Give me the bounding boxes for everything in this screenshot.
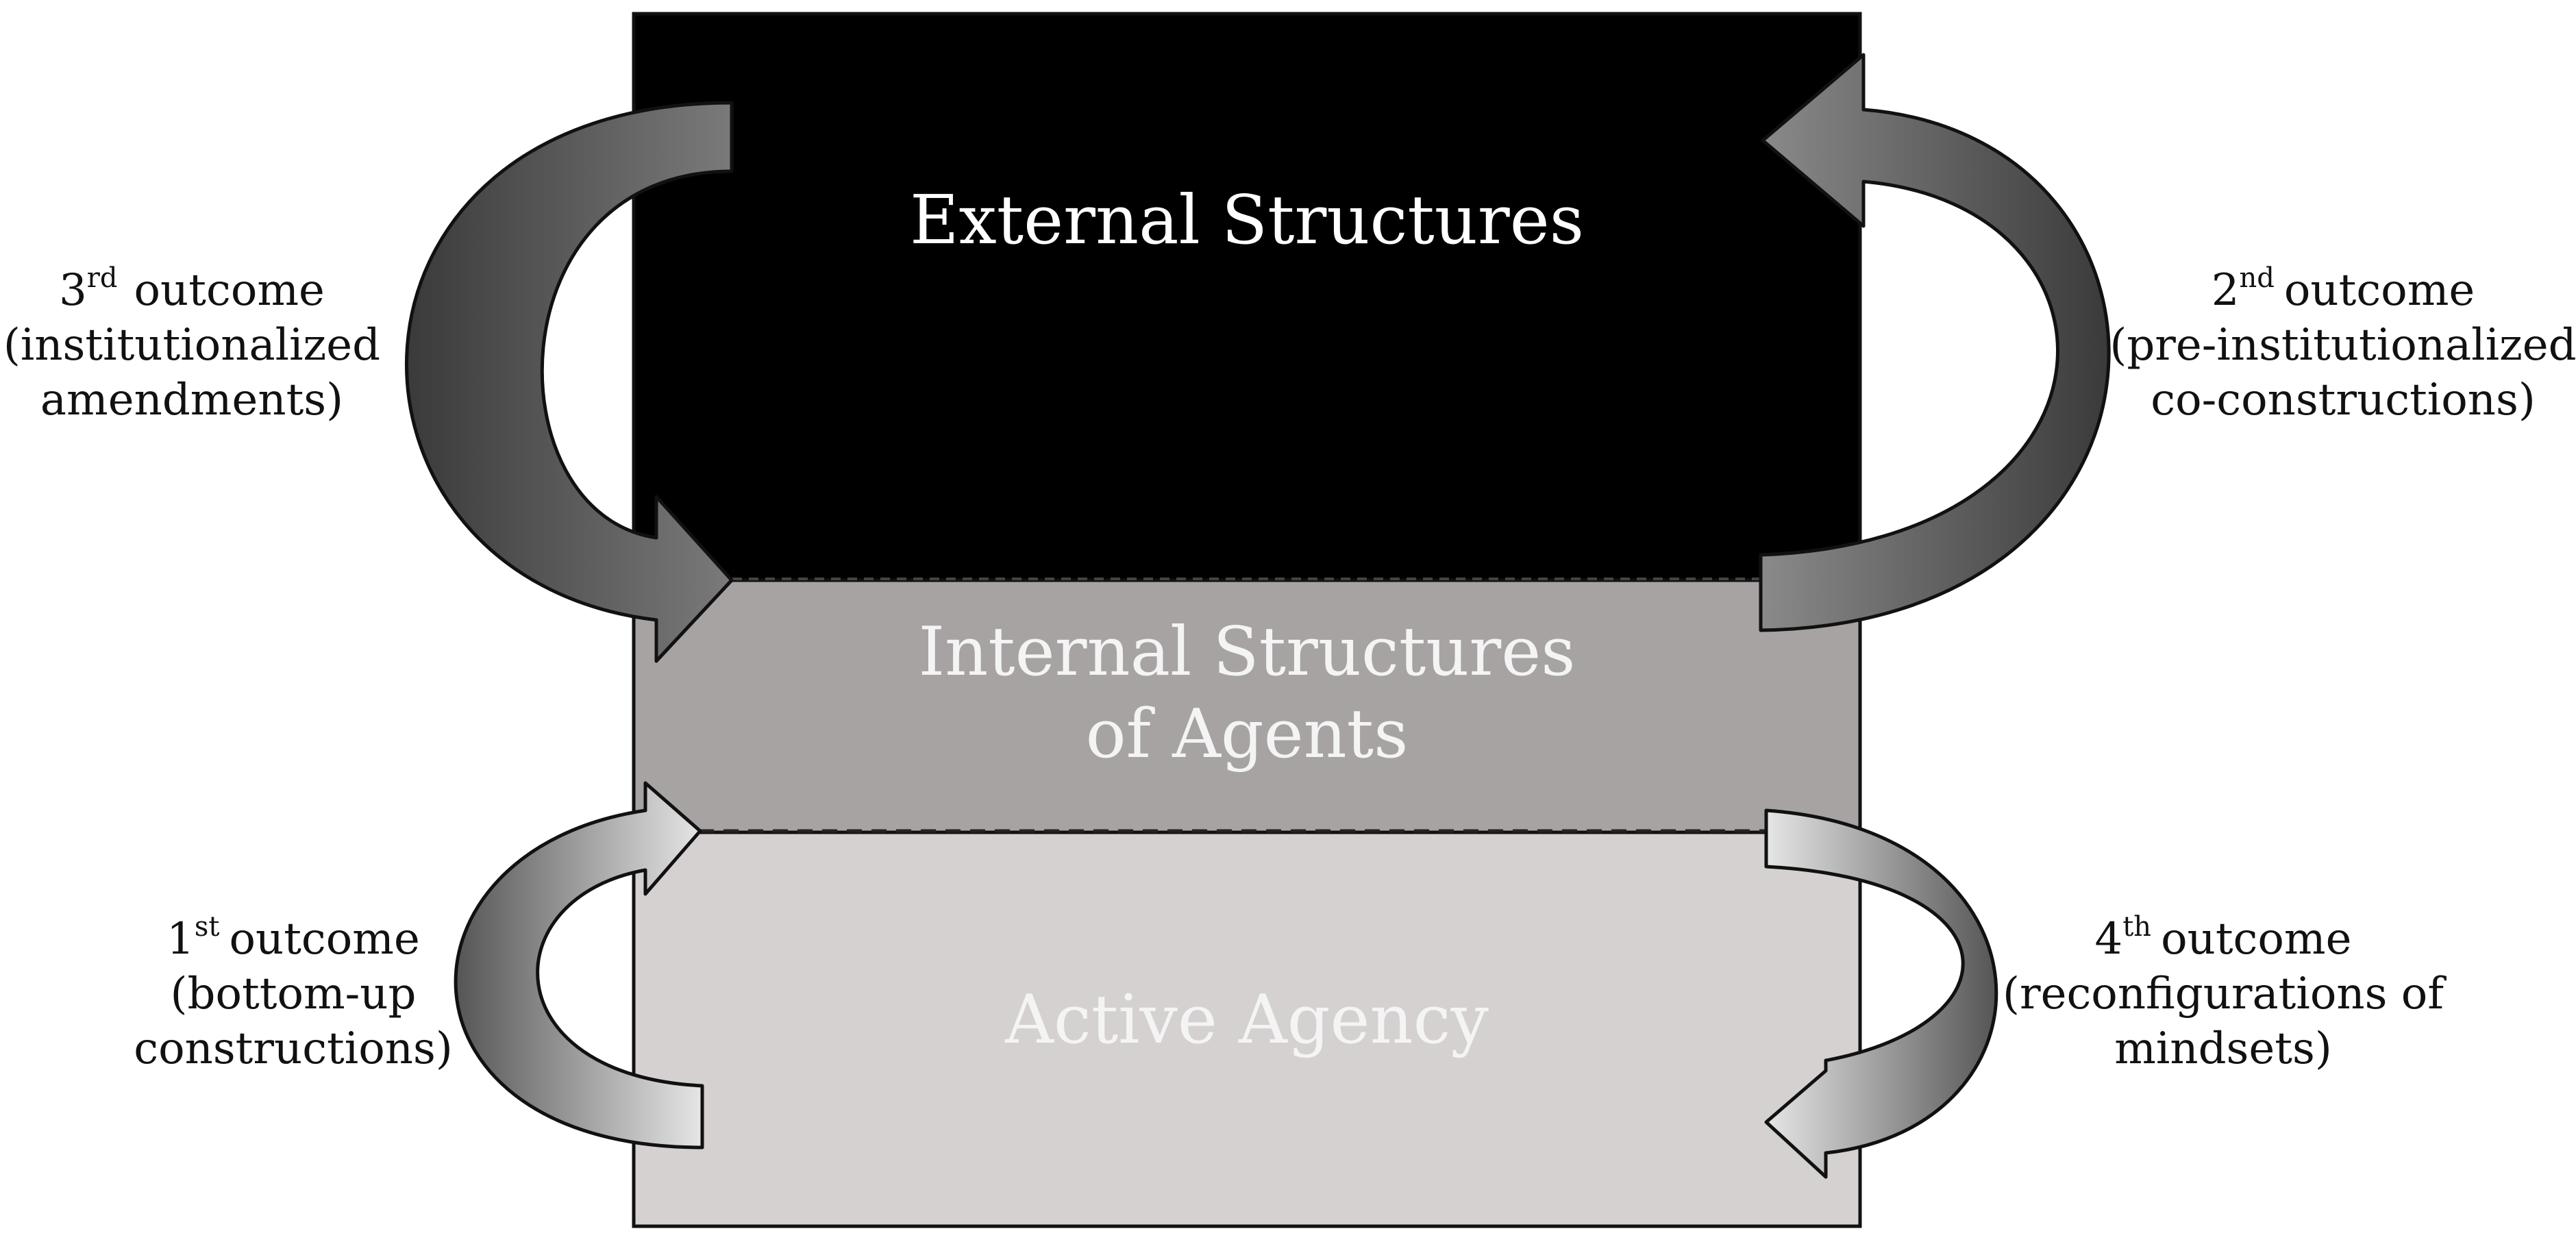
second-outcome-arrow <box>1759 53 2111 632</box>
structure-stack <box>632 12 1862 1228</box>
fourth-outcome-line2: (reconfigurations of <box>2003 969 2447 1019</box>
internal-structures-box <box>632 577 1862 834</box>
active-agency-label: Active Agency <box>1004 981 1489 1059</box>
first-outcome-arrow <box>454 781 704 1150</box>
third-outcome-line2: (institutionalized <box>3 320 380 371</box>
fourth-outcome-arrow <box>1764 808 1998 1179</box>
first-outcome-line3: constructions) <box>134 1023 453 1074</box>
external-structures-box <box>632 12 1862 582</box>
second-outcome-line3: co-constructions) <box>2151 375 2536 425</box>
second-outcome-line2: (pre-institutionalized <box>2109 320 2576 371</box>
first-outcome-line2: (bottom-up <box>171 969 417 1019</box>
fourth-outcome-line3: mindsets) <box>2114 1023 2332 1074</box>
external-structures-label: External Structures <box>910 182 1584 260</box>
third-outcome-arrow <box>405 101 734 663</box>
internal-structures-label-line1: Internal Structures <box>918 613 1575 691</box>
active-agency-box <box>632 829 1862 1228</box>
third-outcome-line3: amendments) <box>40 375 343 425</box>
internal-structures-label-line2: of Agents <box>1086 695 1409 773</box>
